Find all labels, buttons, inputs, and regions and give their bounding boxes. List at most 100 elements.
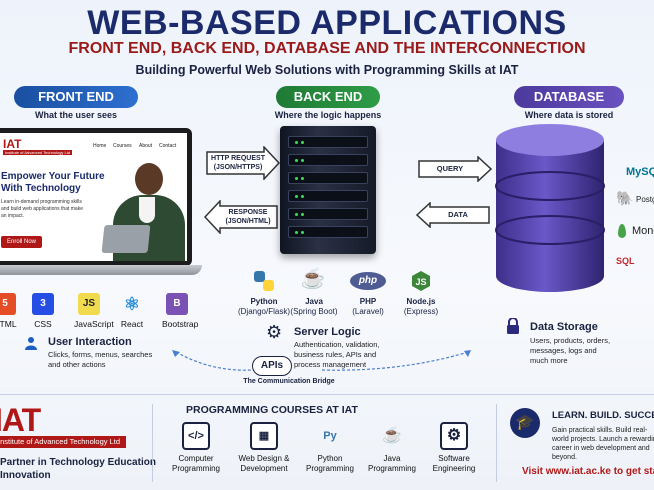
back-end-pill: BACK END <box>276 86 380 108</box>
hero-text: Learn in-demand programming skills and b… <box>1 199 83 219</box>
mongodb-icon <box>618 224 626 238</box>
response-label: RESPONSE <box>228 209 268 216</box>
server-illustration <box>280 126 376 254</box>
database-cylinder <box>494 122 606 294</box>
page-title: WEB-BASED APPLICATIONS <box>87 4 567 42</box>
python-icon <box>254 271 274 291</box>
hero-title-line-2: With Technology <box>1 183 81 194</box>
sqlserver-label: SQL <box>616 256 635 266</box>
http-request-format: (JSON/HTTPS) <box>213 164 263 171</box>
footer-divider <box>0 394 654 395</box>
nodejs-icon: JS <box>410 270 432 292</box>
site-nav-contact[interactable]: Contact <box>159 143 177 149</box>
student-laptop <box>101 225 151 253</box>
tech-python-label: Python <box>250 297 278 306</box>
python-icon: Py <box>323 430 337 442</box>
http-request-arrow: HTTP REQUEST (JSON/HTTPS) <box>206 145 281 181</box>
database-sub: Where data is stored <box>524 110 614 120</box>
site-logo: IAT <box>3 137 22 151</box>
java-icon: ☕ <box>382 427 402 444</box>
code-icon: </> <box>182 422 210 450</box>
page-subtitle: FRONT END, BACK END, DATABASE AND THE IN… <box>68 40 586 57</box>
learn-build-succeed-text: Gain practical skills. Build real-world … <box>552 427 654 461</box>
user-interaction-text: Clicks, forms, menus, searches and other… <box>48 350 153 369</box>
css3-icon: 3 <box>32 293 54 315</box>
gear-icon: ⚙ <box>266 322 283 342</box>
graduation-cap-icon: 🎓 <box>510 408 540 438</box>
gear-icon: ⚙ <box>440 422 468 450</box>
tech-nodejs-label: Node.js <box>406 297 436 306</box>
data-storage-text: Users, products, orders, messages, logs … <box>530 336 611 365</box>
course-web-design[interactable]: ▦ Web Design &Development <box>234 422 294 474</box>
data-storage-title: Data Storage <box>530 321 598 333</box>
student-head <box>135 163 163 195</box>
front-end-pill: FRONT END <box>14 86 138 108</box>
web-design-icon: ▦ <box>250 422 278 450</box>
data-label: DATA <box>448 210 468 219</box>
mongodb-label: MongoDB <box>632 225 654 237</box>
communication-bridge-label: The Communication Bridge <box>243 378 335 385</box>
tech-php-label: PHP <box>359 297 377 306</box>
bootstrap-icon: B <box>166 293 188 315</box>
tech-python-sub: (Django/Flask) <box>237 307 290 316</box>
react-icon: ⚛ <box>123 294 141 314</box>
svg-text:JS: JS <box>415 277 426 287</box>
query-label: QUERY <box>436 164 464 173</box>
tech-react: ⚛ React <box>120 294 144 329</box>
php-icon: php <box>350 272 386 290</box>
footer-separator-2 <box>496 404 497 482</box>
site-nav-about[interactable]: About <box>139 143 153 149</box>
database-pill: DATABASE <box>514 86 624 108</box>
user-icon <box>24 336 38 350</box>
site-nav-home[interactable]: Home <box>93 143 107 149</box>
laptop-screen: IAT Institute of Advanced Technology Ltd… <box>0 128 192 266</box>
tech-bootstrap: B Bootstrap <box>162 293 198 329</box>
tech-python <box>248 268 280 299</box>
site-nav-courses[interactable]: Courses <box>113 143 132 149</box>
page-tagline: Building Powerful Web Solutions with Pro… <box>135 63 519 77</box>
api-bridge-arrows <box>172 348 472 378</box>
partner-tagline: Partner in Technology Education Innovati… <box>0 457 156 481</box>
js-icon: JS <box>78 293 100 315</box>
enroll-now-button[interactable]: Enroll Now <box>1 236 43 248</box>
tech-nodejs-sub: (Express) <box>403 307 439 316</box>
front-end-sub: What the user sees <box>34 110 118 120</box>
learn-build-succeed-title: LEARN. BUILD. SUCCEED. <box>552 410 654 421</box>
postgresql-label: PostgreSQL <box>636 195 654 204</box>
data-arrow: DATA <box>415 201 490 229</box>
hero-title-line-1: Empower Your Future <box>1 171 105 182</box>
tech-java-label: Java <box>305 297 323 306</box>
query-arrow: QUERY <box>418 155 493 183</box>
tech-css: 3 CSS <box>28 293 58 329</box>
java-icon: ☕ <box>300 268 326 290</box>
lock-icon <box>506 317 520 334</box>
response-arrow: RESPONSE (JSON/HTML) <box>203 199 278 235</box>
tech-java-sub: (Spring Boot) <box>290 307 338 316</box>
tech-php-sub: (Laravel) <box>352 307 384 316</box>
courses-title: PROGRAMMING COURSES AT IAT <box>186 404 358 416</box>
hero-title: Empower Your Future With Technology <box>1 171 105 195</box>
student-shirt <box>139 197 155 223</box>
http-request-label: HTTP REQUEST <box>211 155 265 162</box>
user-interaction-title: User Interaction <box>48 336 132 348</box>
response-format: (JSON/HTML) <box>225 218 271 225</box>
iat-logo: IAT <box>0 402 41 438</box>
tech-javascript: JS JavaScript <box>74 293 114 329</box>
back-end-sub: Where the logic happens <box>274 110 382 120</box>
postgresql-icon: 🐘 <box>616 190 634 206</box>
server-logic-text: Authentication, validation, business rul… <box>294 340 380 369</box>
tech-html: 5 HTML <box>0 293 20 329</box>
visit-website-link[interactable]: Visit www.iat.ac.ke to get started <box>522 466 654 477</box>
iat-logo-bar: Institute of Advanced Technology Ltd <box>0 436 126 448</box>
server-logic-title: Server Logic <box>294 326 361 338</box>
site-logo-sub: Institute of Advanced Technology Ltd <box>3 150 73 155</box>
laptop-base <box>0 265 202 275</box>
mysql-label: MySQL <box>626 166 654 178</box>
footer-separator-1 <box>152 404 153 482</box>
apis-cloud: APIs <box>252 356 292 376</box>
website-preview: IAT Institute of Advanced Technology Ltd… <box>0 133 187 261</box>
